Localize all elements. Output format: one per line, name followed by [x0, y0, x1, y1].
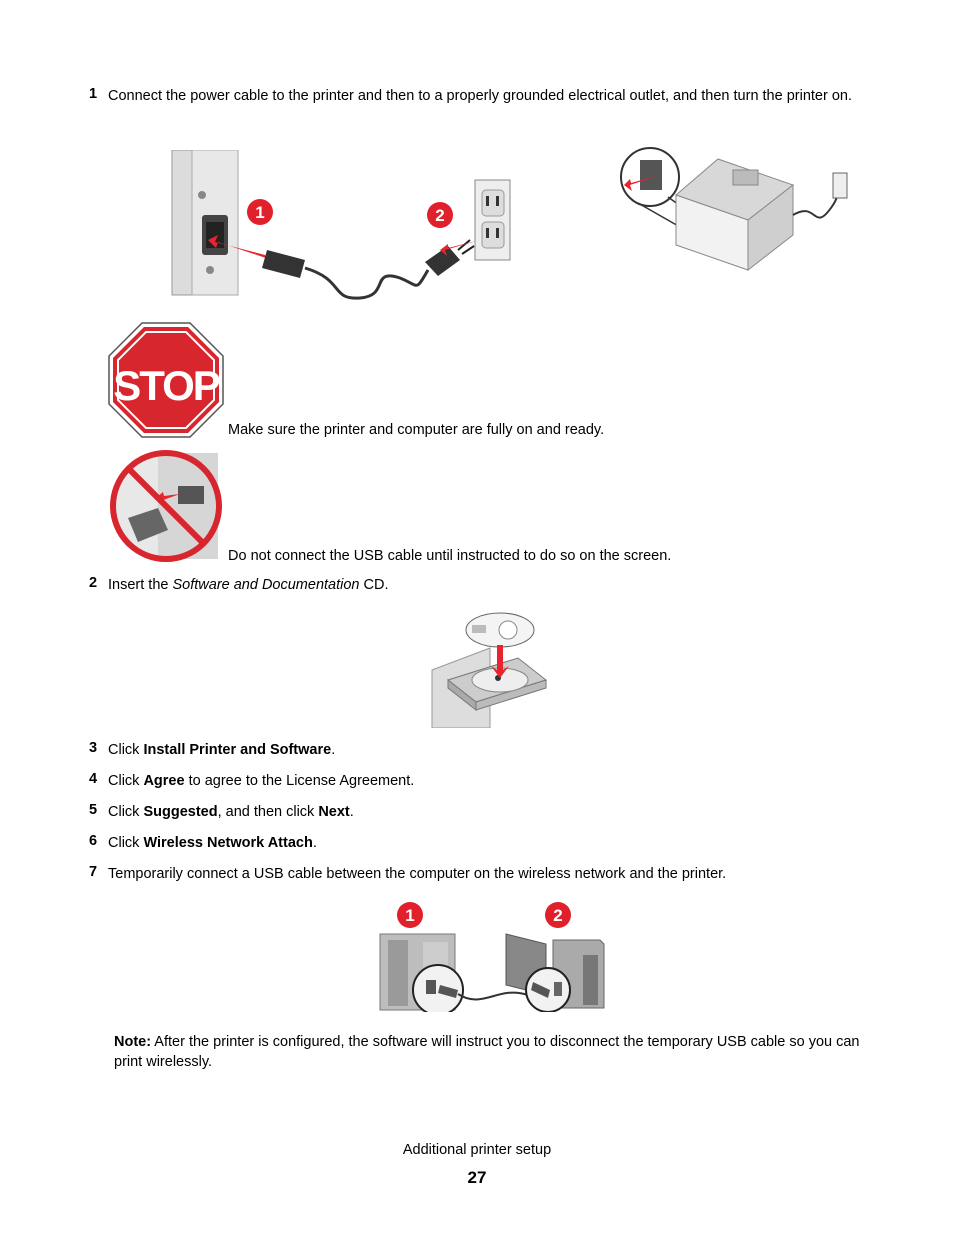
- step-number-1: 1: [89, 86, 98, 102]
- usb-callout-1: 1: [405, 906, 414, 925]
- power-cable-illustration: 1 2: [170, 150, 515, 305]
- stop-sign-text: STOP: [113, 362, 220, 409]
- step-text-6: Click Wireless Network Attach.: [108, 835, 317, 851]
- step-text-5: Click Suggested, and then click Next.: [108, 804, 354, 820]
- step-text-4: Click Agree to agree to the License Agre…: [108, 773, 415, 789]
- note-label: Note:: [114, 1034, 152, 1050]
- step-number-3: 3: [89, 740, 98, 756]
- note-text: After the printer is configured, the sof…: [114, 1034, 860, 1070]
- usb-callout-2: 2: [553, 906, 562, 925]
- step-number-7: 7: [89, 864, 98, 880]
- step-text-1: Connect the power cable to the printer a…: [108, 88, 853, 104]
- step-text-7: Temporarily connect a USB cable between …: [108, 866, 727, 882]
- usb-connection-illustration: 1 2: [378, 900, 608, 1012]
- callout-1: 1: [255, 203, 264, 222]
- step-number-4: 4: [89, 771, 98, 787]
- callout-2: 2: [435, 206, 444, 225]
- step-text-3: Click Install Printer and Software.: [108, 742, 336, 758]
- printer-overview-illustration: [618, 145, 858, 280]
- footer-section: Additional printer setup: [402, 1142, 552, 1158]
- stop-sign-icon: STOP: [108, 322, 224, 438]
- no-usb-icon: [108, 448, 224, 564]
- note: Note: After the printer is configured, t…: [114, 1032, 884, 1072]
- no-usb-message: Do not connect the USB cable until instr…: [228, 548, 672, 564]
- step-number-2: 2: [89, 575, 98, 591]
- cd-icon: [430, 610, 550, 728]
- stop-message: Make sure the printer and computer are f…: [228, 422, 605, 438]
- page-number: 27: [467, 1168, 487, 1187]
- step-text-2: Insert the Software and Documentation CD…: [108, 577, 389, 593]
- step-number-5: 5: [89, 802, 98, 818]
- step-number-6: 6: [89, 833, 98, 849]
